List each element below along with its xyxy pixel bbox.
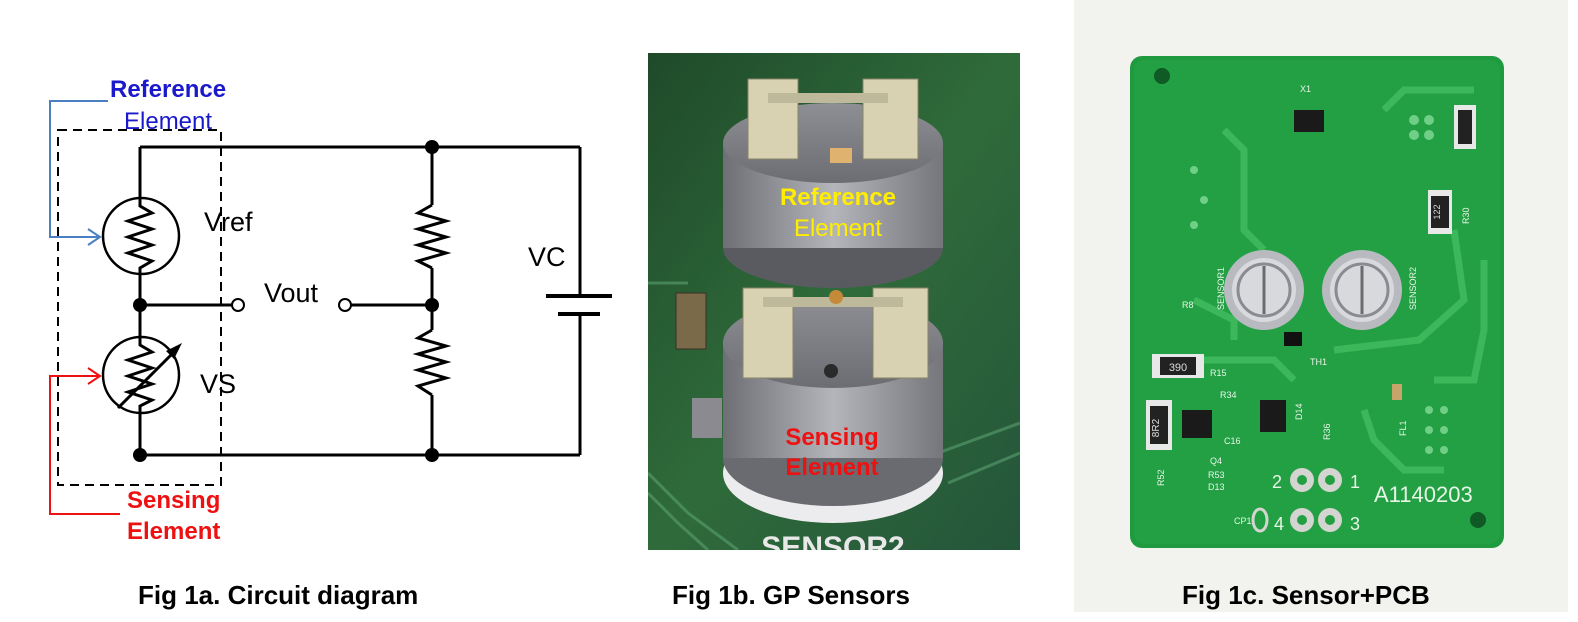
label-cp1: CP1 — [1234, 516, 1252, 526]
connector-pads — [1251, 468, 1342, 533]
circuit-wires — [138, 145, 582, 457]
label-d14: D14 — [1294, 403, 1304, 420]
board-silkscreen-text: SENSOR2 — [761, 531, 904, 550]
vs-label: VS — [200, 369, 236, 399]
label-r52: R52 — [1156, 469, 1166, 486]
reference-label-line2: Element — [124, 108, 212, 135]
label-r34: R34 — [1220, 390, 1237, 400]
pcb-sensor-1 — [1224, 250, 1304, 330]
sensing-element-symbol — [101, 335, 182, 415]
ic-d14 — [1260, 400, 1286, 432]
label-d13: D13 — [1208, 482, 1225, 492]
label-fl1: FL1 — [1398, 420, 1408, 436]
label-r30: R30 — [1461, 207, 1471, 224]
pcb-vias — [1190, 115, 1448, 454]
reference-callout-arrow — [49, 100, 108, 246]
label-th1: TH1 — [1310, 357, 1327, 367]
pin-label-2: 2 — [1272, 472, 1282, 492]
pcb-sensor-2 — [1322, 250, 1402, 330]
label-x1: X1 — [1300, 84, 1311, 94]
junction-dots — [133, 140, 439, 462]
svg-text:8R2: 8R2 — [1151, 418, 1162, 437]
label-r53: R53 — [1208, 470, 1225, 480]
photo-reference-label-line2: Element — [794, 215, 882, 242]
label-r15: R15 — [1210, 368, 1227, 378]
board-traces — [648, 281, 1020, 550]
sensing-label-line1: Sensing — [127, 487, 220, 514]
label-r36: R36 — [1322, 423, 1332, 440]
reference-label-line1: Reference — [110, 76, 226, 103]
caption-fig-1b: Fig 1b. GP Sensors — [672, 580, 910, 610]
caption-fig-1c: Fig 1c. Sensor+PCB — [1182, 580, 1430, 610]
vref-label: Vref — [204, 207, 253, 237]
svg-text:390: 390 — [1169, 362, 1187, 374]
sensing-callout-arrow — [49, 367, 120, 515]
label-sensor2: SENSOR2 — [1408, 267, 1418, 310]
label-sensor1: SENSOR1 — [1216, 267, 1226, 310]
sensing-label-line2: Element — [127, 518, 220, 545]
vout-terminal-left — [231, 298, 245, 312]
pcb-traces — [1192, 86, 1488, 474]
vc-label: VC — [528, 242, 566, 272]
battery-symbol — [546, 294, 612, 316]
photo-sensing-label-line2: Element — [785, 454, 878, 481]
label-q4: Q4 — [1210, 456, 1222, 466]
bridge-resistor-top — [412, 203, 452, 270]
svg-text:122: 122 — [1432, 204, 1442, 219]
photo-reference-label-line1: Reference — [780, 184, 896, 211]
vout-terminal-right — [338, 298, 352, 312]
chip-122: 122 — [1428, 190, 1452, 234]
pin-label-4: 4 — [1274, 514, 1284, 534]
board-serial: A1140203 — [1374, 482, 1473, 507]
label-c16: C16 — [1224, 436, 1241, 446]
sensing-sensor-can — [723, 287, 943, 523]
reference-sensor-can — [723, 78, 943, 288]
caption-fig-1a: Fig 1a. Circuit diagram — [138, 580, 419, 610]
bridge-resistor-bottom — [412, 328, 452, 397]
pin-label-3: 3 — [1350, 514, 1360, 534]
chip-8r2: 8R2 — [1146, 400, 1172, 450]
photo-sensing-label-line1: Sensing — [785, 424, 878, 451]
smd-component — [675, 292, 707, 350]
element-enclosure — [57, 129, 222, 486]
ic-q4 — [1182, 410, 1212, 438]
label-r8: R8 — [1182, 300, 1194, 310]
chip-390: 390 — [1152, 354, 1204, 378]
sensor-pcb-photo: 122 390 8R2 X1 R30 R8 SENSOR1 SENSOR2 T — [1074, 0, 1568, 612]
circuit-diagram: Reference Element Vref VS Vout VC Sensin… — [49, 76, 612, 545]
vout-label: Vout — [264, 278, 319, 308]
gp-sensors-photo: Reference Element Sensing Element SENSOR… — [648, 53, 1020, 550]
pin-label-1: 1 — [1350, 472, 1360, 492]
reference-element-symbol — [101, 196, 181, 276]
